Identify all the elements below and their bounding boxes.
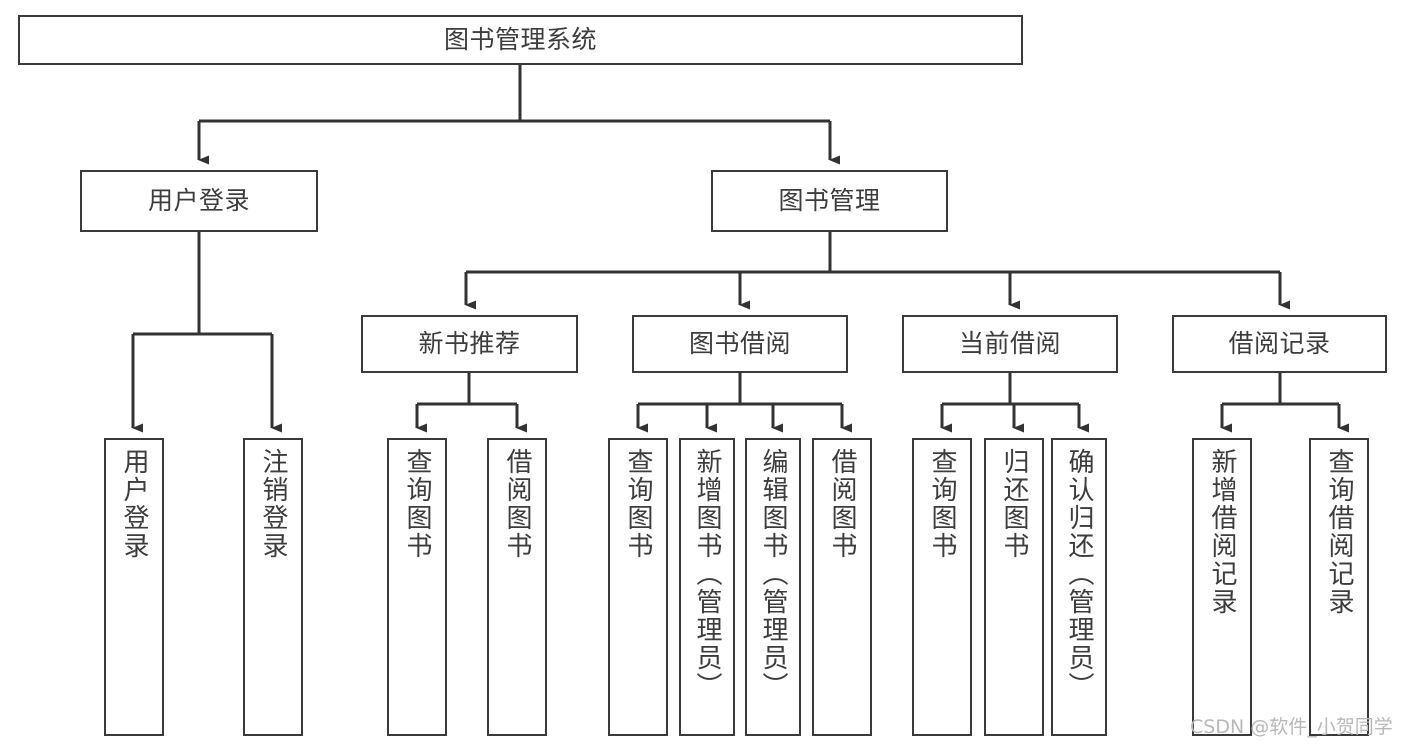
leaf-query-books-new[interactable]: 查询图书 — [387, 438, 447, 736]
node-borrow-records[interactable]: 借阅记录 — [1172, 315, 1387, 373]
leaf-return-book[interactable]: 归还图书 — [984, 438, 1044, 736]
leaf-user-login[interactable]: 用户登录 — [104, 438, 164, 736]
leaf-add-borrow-record-label: 新增借阅记录 — [1207, 448, 1237, 616]
leaf-edit-book-admin[interactable]: 编辑图书（管理员） — [745, 438, 801, 736]
leaf-logout[interactable]: 注销登录 — [243, 438, 303, 736]
leaf-borrow-books-new[interactable]: 借阅图书 — [487, 438, 547, 736]
node-book-borrow[interactable]: 图书借阅 — [632, 315, 848, 373]
leaf-query-books-borrow[interactable]: 查询图书 — [608, 438, 668, 736]
leaf-logout-label: 注销登录 — [258, 448, 288, 560]
leaf-query-borrow-record-label: 查询借阅记录 — [1324, 448, 1354, 616]
csdn-watermark: CSDN @软件_小贺同学 — [1190, 716, 1393, 738]
leaf-add-borrow-record[interactable]: 新增借阅记录 — [1192, 438, 1252, 736]
leaf-borrow-book[interactable]: 借阅图书 — [812, 438, 872, 736]
node-new-book-recommend-label: 新书推荐 — [418, 328, 521, 358]
node-root-label: 图书管理系统 — [443, 24, 597, 54]
leaf-confirm-return-admin[interactable]: 确认归还（管理员） — [1051, 438, 1107, 736]
node-borrow-records-label: 借阅记录 — [1228, 328, 1331, 358]
leaf-add-book-admin[interactable]: 新增图书（管理员） — [679, 438, 735, 736]
node-root[interactable]: 图书管理系统 — [18, 15, 1023, 65]
leaf-user-login-label: 用户登录 — [119, 448, 149, 560]
leaf-query-books-borrow-label: 查询图书 — [623, 448, 653, 560]
leaf-query-books-new-label: 查询图书 — [402, 448, 432, 560]
leaf-return-book-label: 归还图书 — [999, 448, 1029, 560]
node-current-borrow[interactable]: 当前借阅 — [902, 315, 1118, 373]
node-book-management[interactable]: 图书管理 — [711, 170, 948, 232]
leaf-query-books-current[interactable]: 查询图书 — [912, 438, 972, 736]
leaf-borrow-books-new-label: 借阅图书 — [502, 448, 532, 560]
node-new-book-recommend[interactable]: 新书推荐 — [361, 315, 578, 373]
node-book-borrow-label: 图书借阅 — [688, 328, 791, 358]
leaf-query-books-current-label: 查询图书 — [927, 448, 957, 560]
leaf-borrow-book-label: 借阅图书 — [827, 448, 857, 560]
leaf-add-book-admin-label: 新增图书（管理员） — [692, 448, 722, 700]
leaf-edit-book-admin-label: 编辑图书（管理员） — [758, 448, 788, 700]
node-user-login[interactable]: 用户登录 — [80, 170, 318, 232]
leaf-query-borrow-record[interactable]: 查询借阅记录 — [1309, 438, 1369, 736]
node-current-borrow-label: 当前借阅 — [958, 328, 1061, 358]
leaf-confirm-return-admin-label: 确认归还（管理员） — [1064, 448, 1094, 700]
node-book-management-label: 图书管理 — [778, 185, 881, 215]
node-user-login-label: 用户登录 — [147, 185, 250, 215]
